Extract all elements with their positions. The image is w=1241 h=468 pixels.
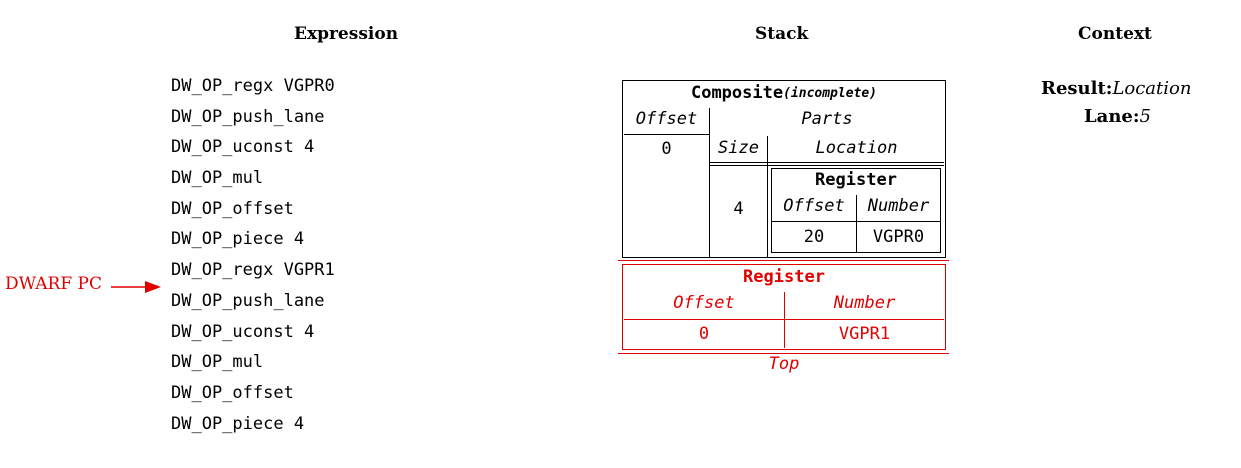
- op-line: DW_OP_offset: [171, 382, 294, 403]
- op-line: DW_OP_push_lane: [171, 106, 325, 127]
- op-line-current: DW_OP_push_lane: [171, 290, 325, 311]
- op-line: DW_OP_uconst 4: [171, 137, 315, 158]
- stack-header: Stack: [755, 24, 809, 44]
- context-lane: Lane:5: [1084, 106, 1151, 127]
- composite-register-offset-value: 20: [803, 226, 825, 247]
- op-line: DW_OP_regx VGPR1: [171, 260, 335, 281]
- composite-location-header: Location: [815, 138, 898, 158]
- expression-header: Expression: [294, 24, 399, 44]
- context-result: Result:Location: [1041, 78, 1192, 99]
- op-line: DW_OP_uconst 4: [171, 321, 315, 342]
- top-register-title: Register: [743, 267, 825, 287]
- composite-register-number-value: VGPR0: [872, 226, 925, 247]
- top-register-number-value: VGPR1: [838, 323, 891, 344]
- op-line: DW_OP_mul: [171, 352, 264, 373]
- op-line: DW_OP_piece 4: [171, 413, 305, 434]
- stack-top-label: Top: [768, 354, 800, 374]
- top-register-number-header: Number: [833, 293, 896, 313]
- top-register-entry: [622, 264, 946, 350]
- op-line: DW_OP_offset: [171, 198, 294, 219]
- composite-register-offset-header: Offset: [783, 196, 845, 216]
- composite-register-box: [771, 168, 941, 253]
- composite-register-number-header: Number: [867, 196, 930, 216]
- composite-size-header: Size: [718, 138, 759, 158]
- top-register-offset-header: Offset: [673, 293, 735, 313]
- composite-register-title: Register: [815, 170, 897, 190]
- composite-title: Composite(incomplete): [690, 83, 878, 103]
- op-line: DW_OP_piece 4: [171, 229, 305, 250]
- op-line: DW_OP_regx VGPR0: [171, 76, 335, 96]
- composite-offset-value: 0: [661, 139, 672, 159]
- top-register-offset-value: 0: [698, 323, 710, 344]
- composite-entry: [622, 80, 946, 258]
- composite-size-value: 4: [733, 199, 744, 219]
- dwarf-pc-label: DWARF PC: [5, 274, 102, 294]
- pc-arrow-icon: [111, 281, 161, 293]
- context-header: Context: [1078, 24, 1152, 44]
- op-line: DW_OP_mul: [171, 168, 264, 189]
- composite-offset-header: Offset: [635, 109, 698, 129]
- expression-op-list: DW_OP_regx VGPR0 DW_OP_push_lane DW_OP_u…: [171, 74, 335, 442]
- composite-parts-header: Parts: [801, 109, 853, 129]
